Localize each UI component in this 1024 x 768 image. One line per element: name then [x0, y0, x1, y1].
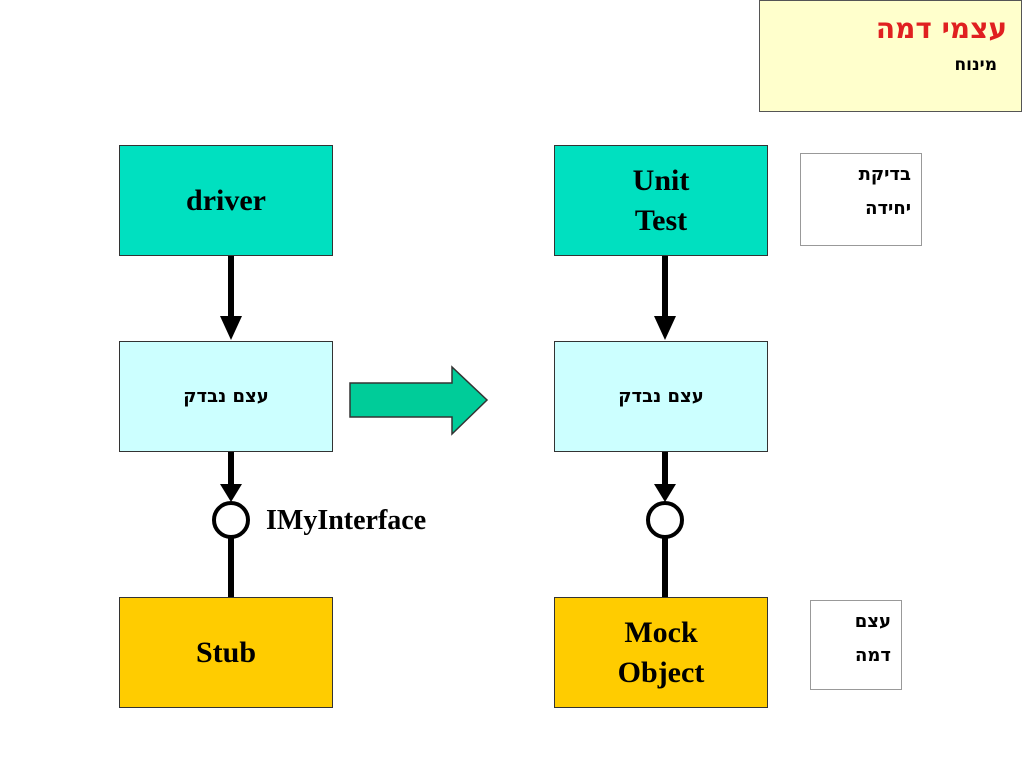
right-arrowhead-1: [654, 316, 676, 340]
driver-label: driver: [186, 183, 266, 217]
mock-note-line1: עצם: [854, 611, 891, 632]
mock-note-line2: דמה: [855, 645, 891, 666]
right-tested-object-label: עצם נבדק: [618, 386, 704, 407]
stub-box: Stub: [119, 597, 333, 708]
unit-test-box: Unit Test: [554, 145, 768, 256]
left-tested-object-label: עצם נבדק: [183, 386, 269, 407]
mock-object-box: Mock Object: [554, 597, 768, 708]
left-arrowhead-1: [220, 316, 242, 340]
transition-arrow: [349, 365, 489, 436]
stub-label: Stub: [195, 635, 257, 669]
mock-object-label-line1: Mock: [624, 615, 698, 649]
right-arrowhead-2: [654, 484, 676, 502]
left-arrowhead-2: [220, 484, 242, 502]
unit-test-label-line1: Unit: [632, 163, 690, 197]
driver-box: driver: [119, 145, 333, 256]
left-interface-lollipop: [212, 501, 250, 539]
left-tested-object-box: עצם נבדק: [119, 341, 333, 452]
unit-test-note-line2: יחידה: [865, 198, 911, 219]
mock-note: עצם דמה: [810, 600, 902, 690]
title-box: עצמי דמה מינוח: [759, 0, 1022, 112]
unit-test-note-line1: בדיקת: [858, 164, 911, 185]
right-interface-lollipop: [646, 501, 684, 539]
slide-title: עצמי דמה: [875, 12, 1007, 45]
unit-test-label-line2: Test: [634, 203, 688, 237]
interface-label: IMyInterface: [266, 505, 427, 536]
slide-subtitle: מינוח: [954, 55, 997, 75]
right-tested-object-box: עצם נבדק: [554, 341, 768, 452]
unit-test-note: בדיקת יחידה: [800, 153, 922, 246]
mock-object-label-line2: Object: [617, 655, 705, 689]
